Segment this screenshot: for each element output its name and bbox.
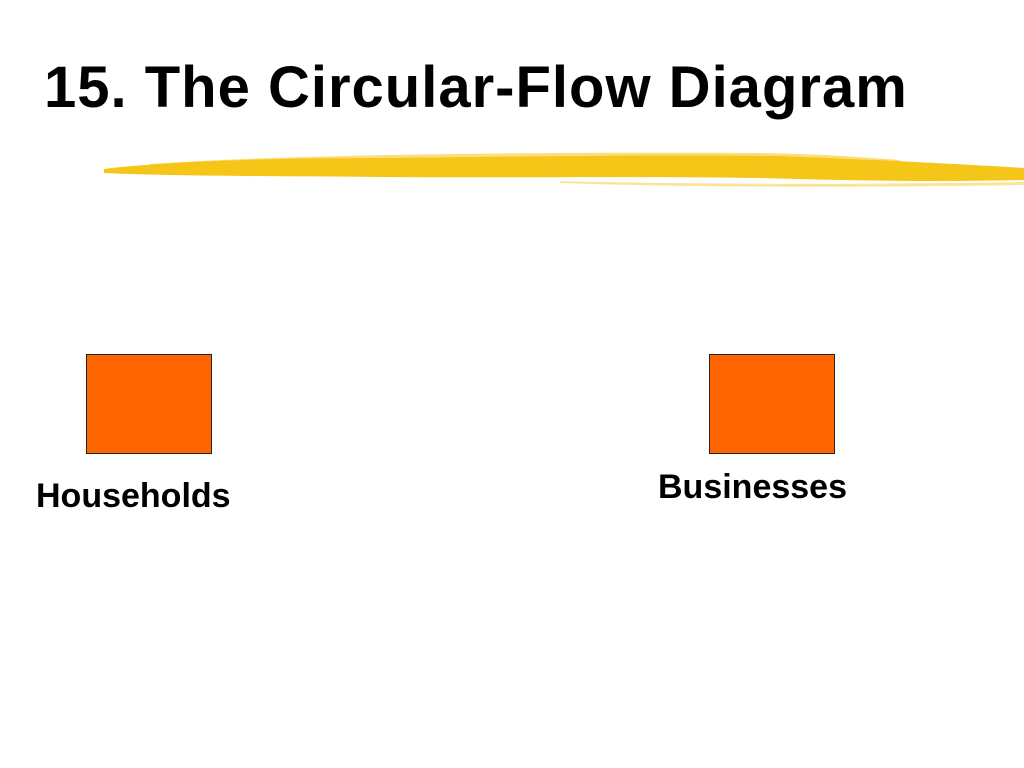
businesses-label: Businesses [658, 468, 847, 506]
highlighter-stroke-tail [560, 181, 1024, 187]
slide-title: 15. The Circular-Flow Diagram [44, 55, 908, 120]
highlighter-stroke-streak [150, 152, 900, 166]
title-highlighter-stroke [104, 152, 1024, 187]
households-box [86, 354, 212, 454]
businesses-box [709, 354, 835, 454]
households-label: Households [36, 477, 231, 515]
